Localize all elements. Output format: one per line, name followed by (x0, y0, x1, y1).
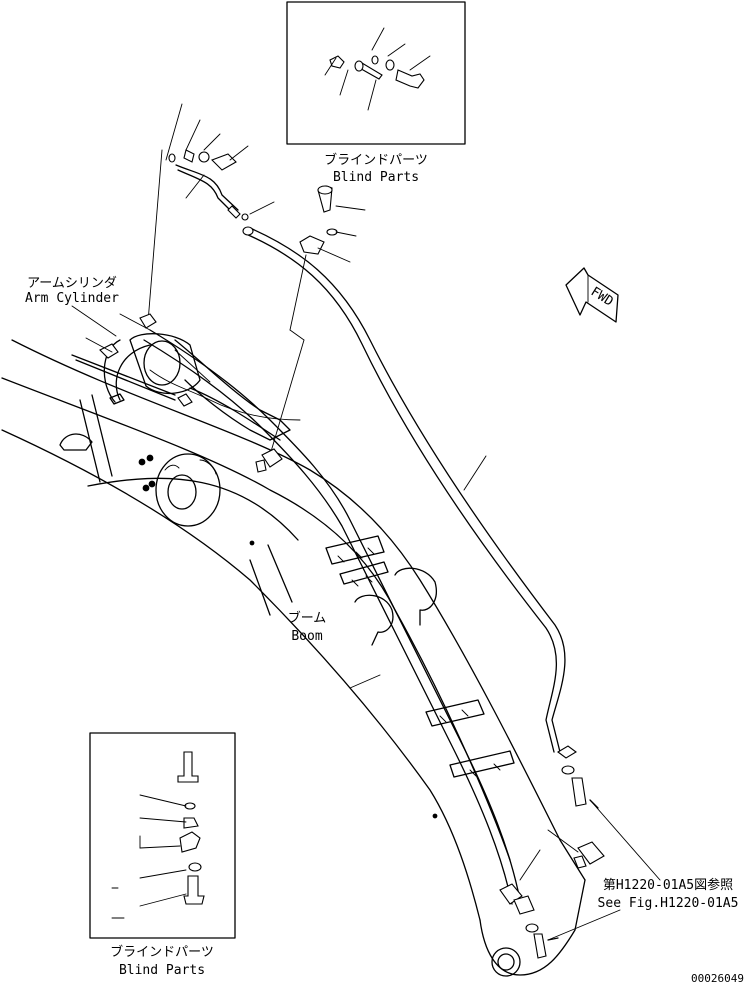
blind-parts-bottom-en: Blind Parts (119, 963, 205, 978)
arm-cylinder-en: Arm Cylinder (25, 291, 119, 306)
blind-parts-top-jp: ブラインドパーツ (324, 152, 428, 168)
blind-parts-bottom-jp: ブラインドパーツ (110, 944, 214, 960)
boom-label-en: Boom (291, 629, 322, 644)
blind-parts-top-en: Blind Parts (333, 170, 419, 185)
fwd-arrow: FWD (565, 267, 619, 323)
lower-fittings (499, 745, 661, 959)
see-fig-jp: 第H1220-01A5図参照 (603, 877, 733, 893)
see-fig-en: See Fig.H1220-01A5 (598, 896, 739, 911)
boom-label-jp: ブーム (288, 610, 327, 626)
blind-parts-bottom-box: ブラインドパーツ Blind Parts (89, 732, 236, 978)
drawing-number: 00026049 (691, 972, 744, 985)
arm-cylinder (71, 313, 301, 441)
arm-cylinder-jp: アームシリンダ (27, 276, 117, 291)
upper-hose-fittings (147, 103, 566, 753)
boom-structure (1, 329, 586, 977)
blind-parts-top-box: ブラインドパーツ Blind Parts (286, 1, 466, 185)
